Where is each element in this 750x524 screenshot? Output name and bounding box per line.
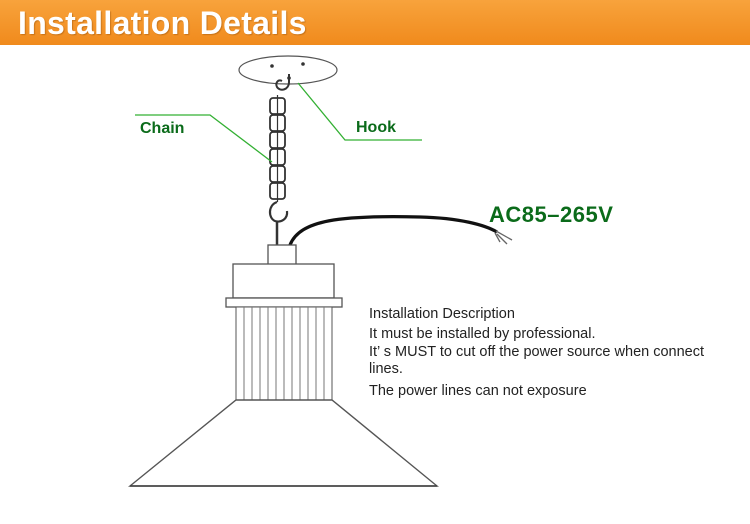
- page-title: Installation Details: [18, 5, 307, 41]
- description-title: Installation Description: [369, 306, 515, 322]
- reflector-shade: [128, 399, 439, 487]
- header-banner: Installation Details: [0, 0, 750, 45]
- installation-description: Installation Description It must be inst…: [369, 304, 739, 401]
- plate-screw-hole: [301, 62, 305, 66]
- hook-label: Hook: [356, 119, 396, 136]
- driver-box: [232, 263, 335, 299]
- heatsink: [235, 306, 333, 406]
- plate-screw-hole: [270, 64, 274, 68]
- voltage-label: AC85–265V: [489, 202, 614, 227]
- power-cable: [288, 215, 498, 246]
- description-line: It must be installed by professional.: [369, 326, 596, 342]
- cable-strand: [494, 232, 501, 243]
- driver-base-plate: [225, 297, 343, 308]
- description-line: It’ s MUST to cut off the power source w…: [369, 344, 705, 377]
- lower-hook: [268, 200, 289, 223]
- chain-pointer-line: [135, 114, 273, 163]
- hook-pointer-line: [297, 82, 422, 141]
- hook-shape: [275, 74, 290, 91]
- cable-strand: [496, 233, 508, 245]
- cable-strand: [495, 230, 513, 241]
- chain-label: Chain: [140, 120, 185, 137]
- description-line: The power lines can not exposure: [369, 383, 587, 399]
- lamp-illustration: [128, 55, 513, 487]
- installation-diagram: Chain Hook AC85–265V Installation Descri…: [0, 45, 750, 519]
